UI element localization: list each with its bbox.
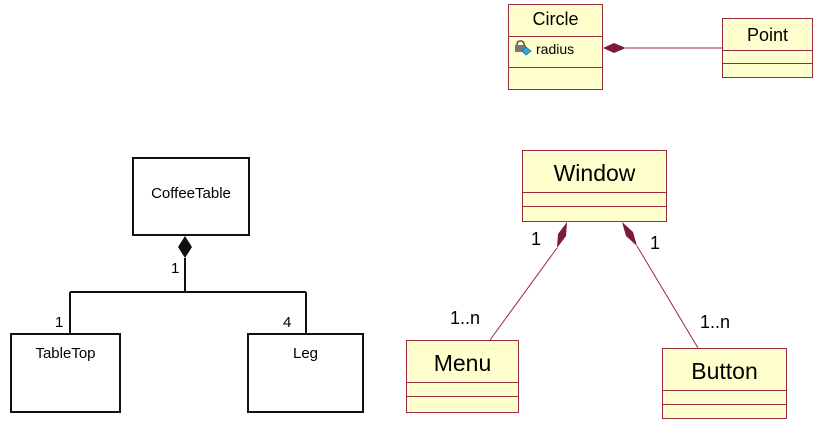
- menu-class-name: Menu: [433, 350, 492, 376]
- window-button-link: [636, 245, 699, 349]
- button-class-name: Button: [691, 358, 758, 384]
- button-name-separator: [663, 390, 786, 391]
- coffeetable-multiplicity: 1: [171, 260, 180, 277]
- lock-attribute-icon: [514, 39, 532, 57]
- circle-attribute-separator: [509, 67, 602, 68]
- menu-name-separator: [407, 382, 518, 383]
- menu-class: Menu: [406, 340, 519, 413]
- window-name-separator: [523, 192, 666, 193]
- menu-attribute-separator: [407, 396, 518, 397]
- point-name-separator: [723, 50, 812, 51]
- window-class-name: Window: [553, 160, 636, 186]
- coffeetable-class-name: CoffeeTable: [151, 185, 231, 202]
- leg-class-name: Leg: [292, 345, 319, 362]
- leg-class: Leg: [247, 333, 364, 413]
- button-multiplicity: 1..n: [700, 312, 731, 332]
- tabletop-multiplicity: 1: [55, 314, 64, 331]
- point-class: Point: [722, 18, 813, 78]
- coffeetable-class: CoffeeTable: [132, 157, 250, 236]
- window-menu-link: [489, 247, 558, 341]
- circle-name-separator: [509, 36, 602, 37]
- tabletop-class-name: TableTop: [35, 345, 96, 362]
- circle-class: Circle radius: [508, 4, 603, 90]
- window-menu-multiplicity: 1: [531, 229, 542, 249]
- circle-attribute-radius: radius: [536, 41, 575, 57]
- leg-multiplicity: 4: [283, 314, 292, 331]
- button-class: Button: [662, 348, 787, 419]
- menu-multiplicity: 1..n: [450, 308, 481, 328]
- window-class: Window: [522, 150, 667, 222]
- coffeetable-composition-diamond: [178, 236, 192, 258]
- circle-class-name: Circle: [532, 9, 579, 29]
- button-attribute-separator: [663, 404, 786, 405]
- tabletop-class: TableTop: [10, 333, 121, 413]
- window-button-composition-diamond: [622, 222, 637, 246]
- point-attribute-separator: [723, 63, 812, 64]
- window-button-multiplicity: 1: [650, 233, 661, 253]
- point-class-name: Point: [746, 25, 789, 45]
- window-menu-composition-diamond: [557, 222, 567, 248]
- window-attribute-separator: [523, 206, 666, 207]
- circle-point-composition-diamond: [603, 43, 626, 53]
